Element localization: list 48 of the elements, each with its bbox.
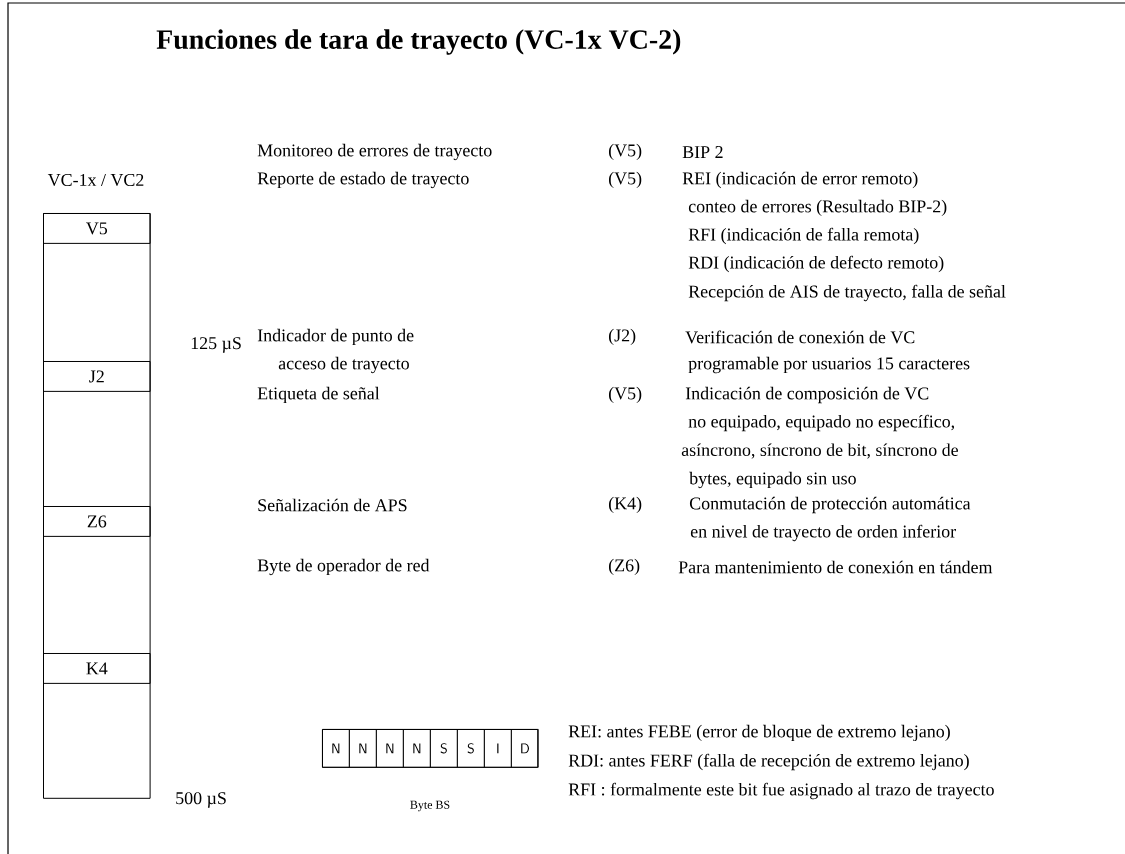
text-label: RDI: antes FERF (falla de recepción de extremo lejano) [568,753,969,771]
text-label: Señalización de APS [258,498,407,512]
bit-cell: N [349,729,377,768]
text-label: programable por usuarios 15 caracteres [688,356,970,374]
bit-cell: S [430,729,458,768]
text-label: bytes, equipado sin uso [689,471,856,489]
text-label: Reporte de estado de trayecto [257,171,469,189]
text-label: 125 µS [191,337,241,353]
text-label: en nivel de trayecto de orden inferior [690,524,956,542]
text-label: (K4) [609,496,642,514]
text-label: Monitoreo de errores de trayecto [257,143,492,161]
text-label: REI (indicación de error remoto) [682,171,918,189]
text-label: REI: antes FEBE (error de bloque de extremo lejano) [568,724,950,742]
bit-cell: I [484,729,512,768]
text-label: acceso de trayecto [278,356,409,374]
text-label: (V5) [609,386,642,404]
title: Funciones de tara de trayecto (VC-1x VC-2) [156,29,681,55]
byte-row: Z6 [43,506,151,537]
bit-cell: N [322,729,350,768]
text-label: Byte de operador de red [257,558,430,576]
text-label: (J2) [609,328,636,346]
text-label: Indicador de punto de [257,328,414,346]
text-label: 500 µS [176,792,226,808]
byte-row: J2 [43,361,151,392]
byte-row: K4 [43,653,151,684]
node-label: VC-1x / VC2 [47,173,144,187]
text-label: (Z6) [609,558,640,576]
text-label: Verificación de conexión de VC [685,330,915,344]
text-label: conteo de errores (Resultado BIP-2) [688,199,947,217]
text-label: Para mantenimiento de conexión en tándem [678,560,993,574]
text-label: (V5) [609,143,642,161]
text-label: RDI (indicación de defecto remoto) [688,255,944,273]
bit-cell: D [511,729,539,768]
text-label: Indicación de composición de VC [685,386,929,404]
text-label: no equipado, equipado no específico, [688,414,955,432]
node-label: Byte BS [410,800,450,812]
bit-cell: N [376,729,404,768]
text-label: RFI : formalmente este bit fue asignado al trazo de trayecto [568,782,994,800]
text-label: Recepción de AIS de trayecto, falla de señal [688,284,1006,302]
text-label: asíncrono, síncrono de bit, síncrono de [681,443,958,459]
byte-row: V5 [43,213,151,244]
bit-cell: N [403,729,431,768]
text-label: Conmutación de protección automática [689,496,971,514]
text-label: Etiqueta de señal [257,386,380,404]
text-label: BIP 2 [682,146,723,158]
text-label: (V5) [609,171,642,189]
bit-cell: S [457,729,485,768]
text-label: RFI (indicación de falla remota) [688,227,919,245]
